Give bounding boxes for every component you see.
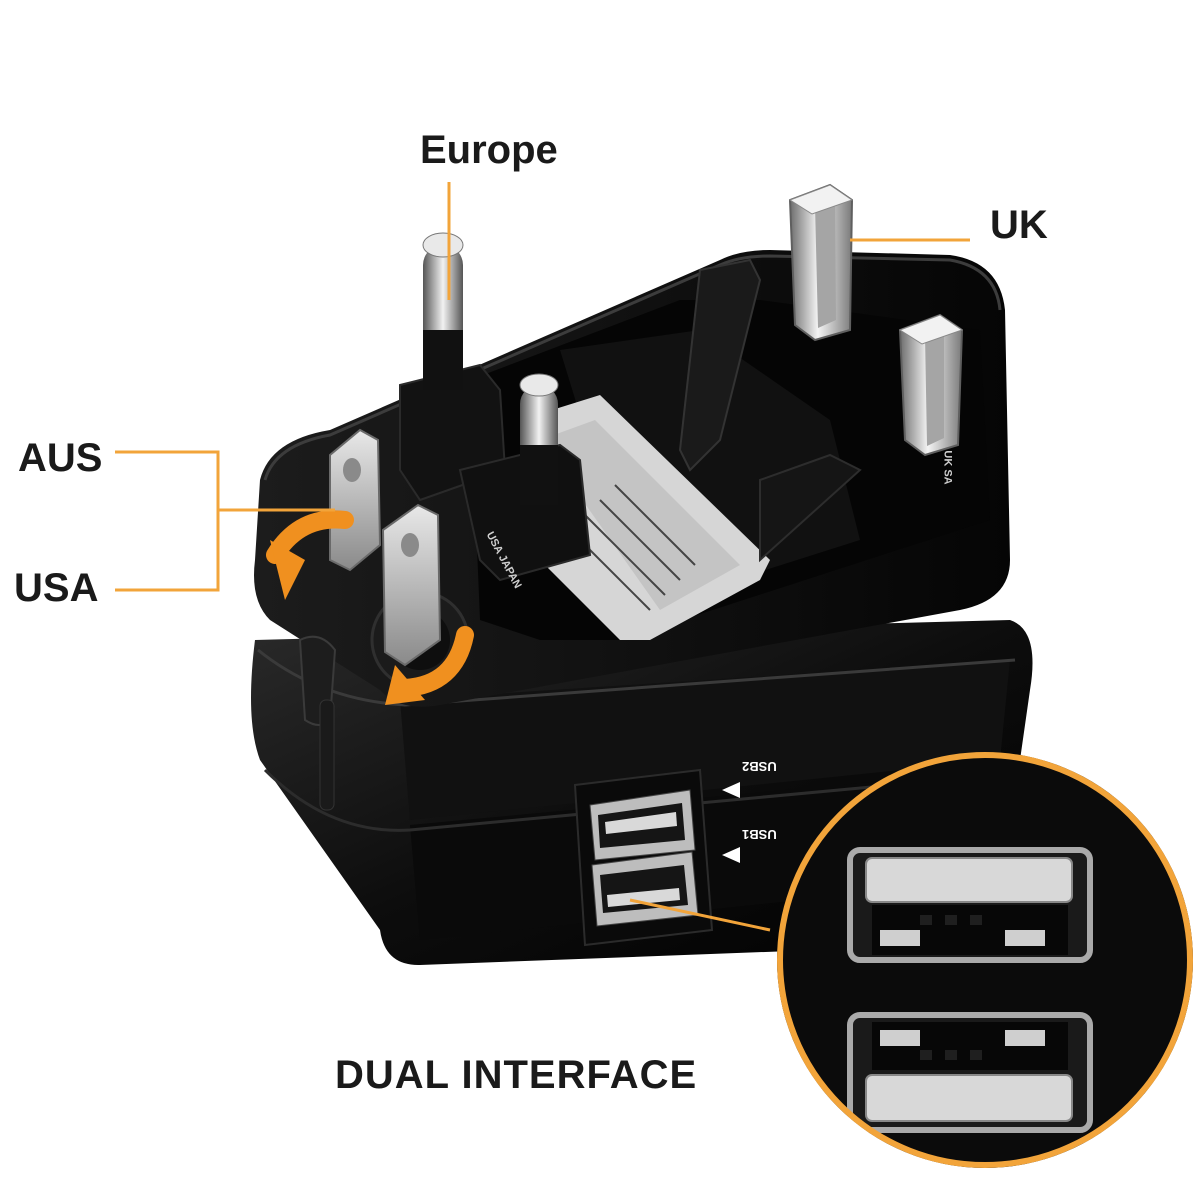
dual-interface-label: DUAL INTERFACE bbox=[335, 1053, 698, 1097]
uk-side-marking: UK SA bbox=[941, 450, 954, 485]
callout-lines bbox=[115, 182, 970, 932]
europe-pins bbox=[422, 232, 559, 505]
aus-label: AUS bbox=[18, 436, 103, 480]
aus-usa-pins bbox=[329, 428, 442, 667]
europe-label: Europe bbox=[420, 128, 558, 172]
uk-pins bbox=[788, 183, 964, 457]
rotation-arrows-icon bbox=[266, 510, 474, 705]
usb-zoom-inset bbox=[777, 752, 1193, 1168]
uk-label: UK bbox=[990, 203, 1048, 247]
adapter-body bbox=[251, 250, 1033, 966]
usb-ports-body bbox=[573, 768, 740, 947]
usb2-port-label: USB2 bbox=[742, 759, 777, 774]
usa-label: USA bbox=[14, 566, 99, 610]
usb1-port-label: USB1 bbox=[742, 827, 777, 842]
